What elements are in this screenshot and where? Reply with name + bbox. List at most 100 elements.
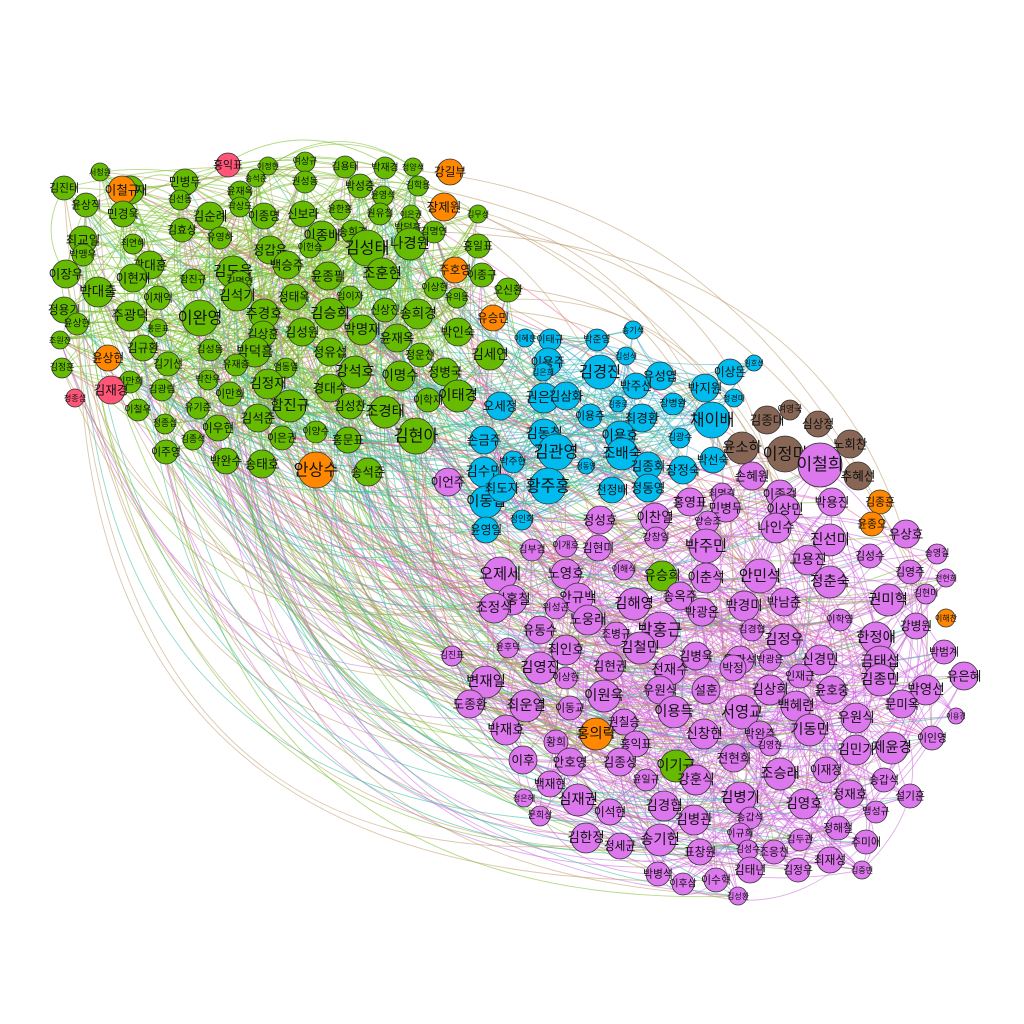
node-circle [936,608,956,628]
node-circle [382,323,412,353]
edge [82,254,785,674]
node-circle [825,815,851,841]
node-circle [169,189,191,211]
node-circle [433,467,463,497]
node: 여영국 [778,399,802,421]
node: 설훈 [691,675,721,705]
node-circle [313,261,343,291]
node-circle [333,155,357,179]
node-circle [605,437,639,471]
edge [596,339,684,471]
node-circle [315,337,345,367]
node-circle [487,473,517,503]
node-circle [623,631,657,665]
edge [209,215,741,835]
node: 여상규 [293,151,317,173]
node-circle [243,403,273,433]
node-circle [153,439,179,465]
edge [304,177,435,233]
node-circle [617,587,651,621]
node-circle [287,317,317,347]
node-circle [346,314,378,346]
node-circle [634,768,658,792]
edge [285,367,957,727]
edge [129,189,264,335]
node-circle [393,227,427,261]
edge [577,597,881,681]
edge [149,221,927,595]
edge [82,254,805,809]
node: 박준영 [583,328,611,352]
node-circle [902,612,930,640]
node: 정양석 [402,157,424,177]
node-circle [816,846,844,874]
node-circle [572,604,604,636]
node-circle [294,151,316,173]
node-circle [533,362,553,382]
node-circle [94,344,122,372]
node-circle [863,663,897,697]
edge [417,185,781,691]
node-circle [603,621,629,647]
edge [521,419,713,521]
node-circle [792,544,824,576]
node: 이후 [508,745,538,775]
node: 김병관 [675,804,713,836]
node-circle [609,395,627,413]
node-circle [725,431,759,465]
node-circle [247,449,277,479]
node-circle [208,226,232,250]
node-circle [468,204,488,224]
node-circle [871,583,905,617]
node-circle [648,790,680,822]
node-circle [804,644,836,676]
node-circle [579,717,613,751]
node-circle [365,257,399,291]
node-circle [835,779,865,809]
node-circle [429,192,459,222]
node-circle [742,558,778,594]
node: 김무성 [467,204,489,224]
node-circle [585,328,609,352]
node-circle [304,420,328,444]
node-circle [690,373,720,403]
edge [255,175,419,187]
node-circle [622,730,650,758]
node-circle [687,597,717,627]
node-circle [766,435,804,473]
edge [909,571,933,739]
edge [569,761,911,820]
node-circle [616,346,636,366]
node-circle [485,391,515,421]
node-circle [835,429,865,459]
node-circle [508,745,538,775]
edge [65,273,735,759]
node-circle [537,433,575,471]
node-circle [853,829,879,855]
node-circle [90,162,110,182]
node-circle [297,451,335,489]
node-circle [613,559,635,581]
node-circle [229,196,251,218]
node-circle [891,519,921,549]
node-circle [50,330,70,350]
node-circle [550,634,582,666]
node-circle [443,317,473,347]
node-circle [269,425,295,451]
node-circle [372,297,398,323]
edge [499,405,714,461]
edge [739,637,877,688]
node-circle [239,336,271,368]
node-circle [598,476,626,504]
node: 권성동 [291,170,319,194]
node: 윤영석 [371,185,395,207]
node-circle [644,526,668,550]
node-circle [372,185,394,207]
node-circle [154,413,176,435]
node-circle [258,156,278,176]
node-circle [759,735,781,757]
node: 박정 [719,654,747,682]
node-circle [671,872,695,896]
node-circle [812,756,840,784]
node: 임호선 [744,354,764,372]
